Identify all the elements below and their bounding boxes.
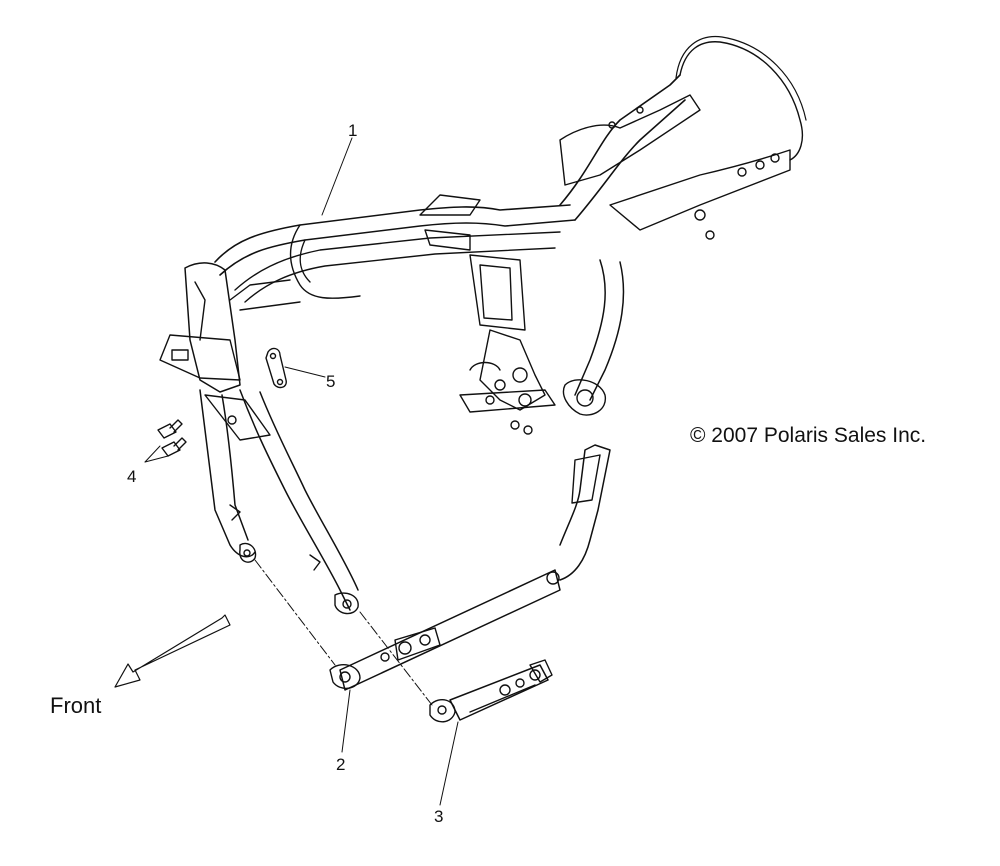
main-frame: [159, 35, 807, 615]
callout-3: 3: [434, 807, 444, 826]
copyright-text: © 2007 Polaris Sales Inc.: [690, 424, 927, 447]
callout-2: 2: [336, 755, 346, 774]
front-arrow-icon: [114, 614, 231, 688]
callout-1: 1: [348, 121, 358, 140]
bolts: [157, 419, 187, 457]
callout-4: 4: [127, 467, 137, 486]
small-plate: [265, 347, 287, 389]
leader-lines: [144, 137, 459, 806]
front-direction-label: Front: [50, 693, 102, 718]
frame-bracket: [429, 659, 553, 723]
lower-frame-rail: [329, 444, 611, 691]
callout-5: 5: [326, 372, 336, 391]
